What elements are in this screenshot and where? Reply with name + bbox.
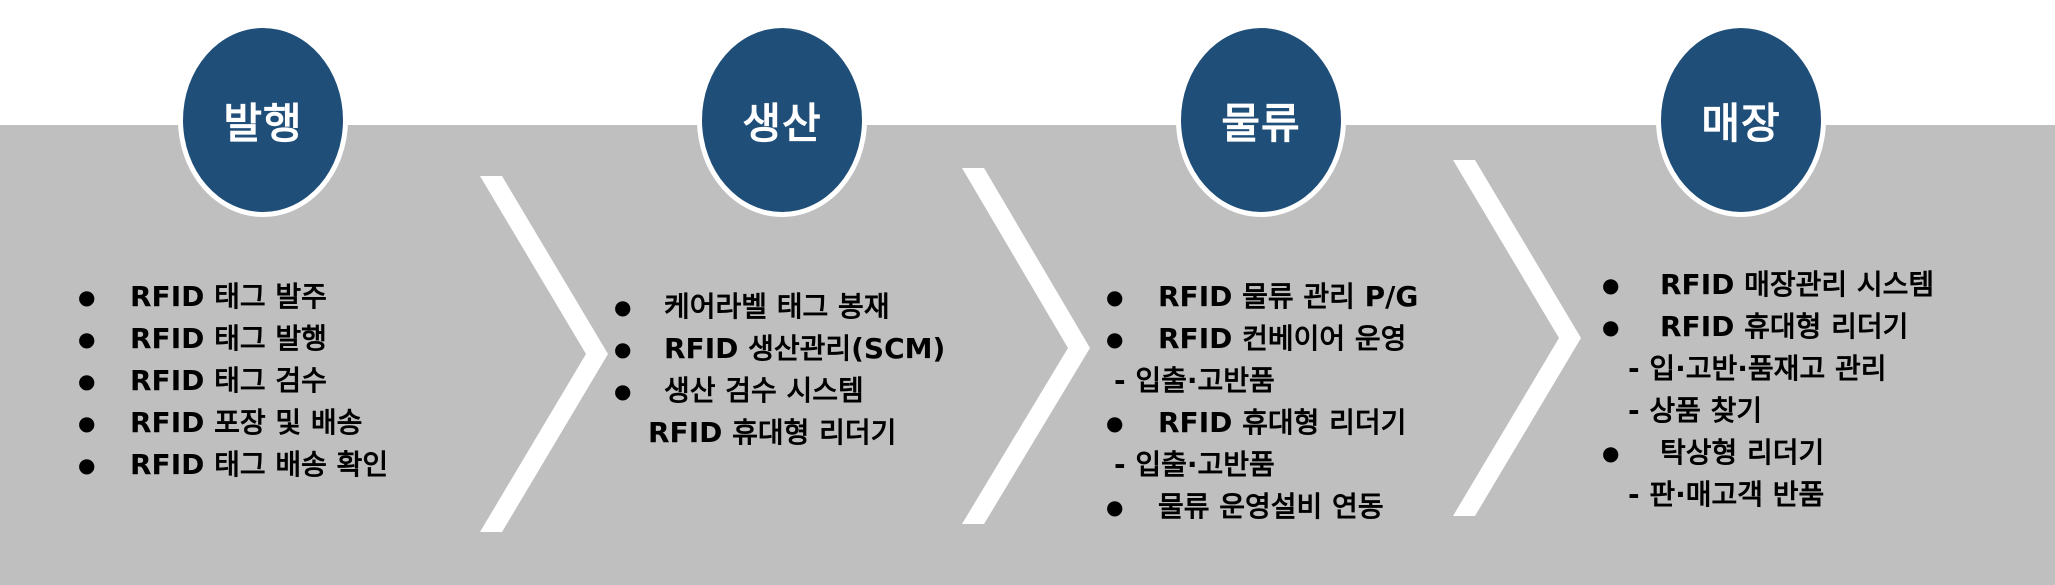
chevron-arrow-icon [480,176,608,532]
list-item: 탁상형 리더기 [1602,432,1934,474]
list-item: RFID 매장관리 시스템 [1602,264,1934,306]
stage-circle-logistics: 물류 [1176,23,1346,217]
list-item: RFID 태그 검수 [78,360,388,402]
stage-title-logistics: 물류 [1221,98,1301,148]
chevron-arrow-icon [962,168,1090,524]
list-item: RFID 컨베이어 운영 [1106,318,1418,360]
stage-circle-issue: 발행 [178,23,348,217]
list-item: 케어라벨 태그 봉재 [614,286,945,328]
stage-list-issue: RFID 태그 발주 RFID 태그 발행 RFID 태그 검수 RFID 포장… [78,276,388,486]
list-item: - 입출·고반품 [1114,364,1275,397]
stage-list-store: RFID 매장관리 시스템 RFID 휴대형 리더기 - 입·고반·품재고 관리… [1602,264,1934,516]
list-item: RFID 휴대형 리더기 [1602,306,1934,348]
list-item: RFID 태그 발주 [78,276,388,318]
chevron-arrow-icon [1453,160,1581,516]
list-item: RFID 태그 발행 [78,318,388,360]
list-item: - 판·매고객 반품 [1628,478,1825,511]
stage-title-production: 생산 [742,98,822,148]
list-item: - 입·고반·품재고 관리 [1628,352,1887,385]
stage-title-issue: 발행 [223,98,303,148]
stage-circle-store: 매장 [1656,23,1826,217]
list-item: 물류 운영설비 연동 [1106,486,1418,528]
list-item: RFID 태그 배송 확인 [78,444,388,486]
stage-list-logistics: RFID 물류 관리 P/G RFID 컨베이어 운영 - 입출·고반품 RFI… [1106,276,1418,528]
list-item: RFID 포장 및 배송 [78,402,388,444]
list-item: RFID 생산관리(SCM) [614,328,945,370]
stage-list-production: 케어라벨 태그 봉재 RFID 생산관리(SCM) 생산 검수 시스템 RFID… [614,286,945,454]
stage-title-store: 매장 [1701,98,1781,148]
list-item: RFID 휴대형 리더기 [648,416,897,449]
list-item: RFID 휴대형 리더기 [1106,402,1418,444]
list-item: - 상품 찾기 [1628,394,1763,427]
list-item: 생산 검수 시스템 [614,370,945,412]
stage-circle-production: 생산 [697,23,867,217]
list-item: - 입출·고반품 [1114,448,1275,481]
list-item: RFID 물류 관리 P/G [1106,276,1418,318]
